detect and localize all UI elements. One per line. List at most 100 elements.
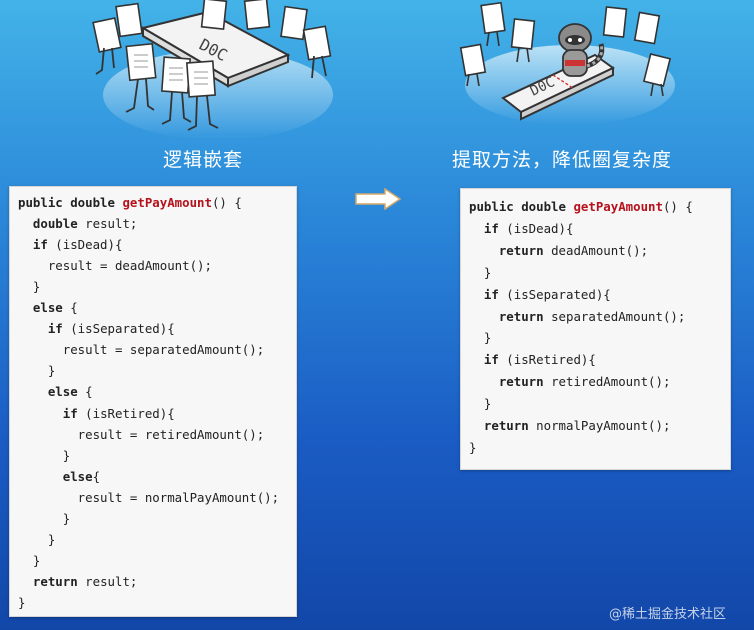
code-text — [469, 374, 499, 389]
code-line: return result; — [18, 574, 137, 589]
code-text: result = deadAmount(); — [18, 258, 212, 274]
code-text — [469, 418, 484, 433]
code-text: result = retiredAmount(); — [18, 426, 265, 442]
code-text — [469, 243, 499, 258]
code-line: return normalPayAmount(); — [469, 418, 671, 433]
code-keyword: if — [62, 405, 78, 421]
code-text — [18, 300, 33, 315]
code-text: } — [18, 510, 71, 526]
code-keyword: public double — [469, 199, 574, 214]
code-text — [469, 221, 484, 236]
code-keyword: return — [498, 242, 544, 258]
code-line: } — [18, 532, 55, 547]
code-text — [18, 469, 63, 484]
code-text: (isDead){ — [498, 220, 574, 236]
code-line: if (isDead){ — [18, 237, 123, 253]
code-text: (isDead){ — [47, 237, 123, 253]
code-line: } — [18, 363, 55, 378]
code-line: } — [18, 595, 25, 610]
code-line: if (isRetired){ — [18, 406, 175, 421]
code-text: } — [18, 531, 56, 547]
code-text — [18, 216, 33, 231]
code-text: (isRetired){ — [498, 352, 596, 368]
code-text: { — [62, 300, 78, 316]
code-text: } — [469, 396, 492, 412]
code-keyword: else — [62, 468, 93, 484]
code-text: } — [18, 363, 56, 379]
code-keyword: if — [483, 286, 499, 302]
code-line: } — [18, 448, 70, 463]
code-keyword: double — [32, 216, 78, 232]
code-text — [18, 237, 33, 252]
code-text: deadAmount(); — [543, 242, 649, 258]
code-function-name: getPayAmount — [122, 195, 212, 210]
code-text: result; — [77, 573, 138, 589]
code-line: } — [469, 440, 476, 455]
code-text — [469, 287, 484, 302]
code-text: result = separatedAmount(); — [18, 342, 265, 358]
code-keyword: else — [32, 300, 63, 316]
code-text: (isRetired){ — [77, 405, 175, 421]
code-line: if (isDead){ — [469, 220, 574, 236]
code-keyword: return — [483, 418, 529, 433]
code-line: public double getPayAmount() { — [469, 199, 693, 214]
left-illustration: D0C — [88, 0, 338, 140]
code-line: else{ — [18, 469, 100, 484]
code-text: separatedAmount(); — [543, 308, 686, 324]
code-text: } — [469, 330, 492, 346]
code-text — [18, 384, 48, 399]
code-text — [18, 574, 33, 589]
code-line: } — [18, 279, 40, 294]
code-text: (isSeparated){ — [498, 286, 611, 302]
code-line: result = deadAmount(); — [18, 258, 212, 273]
code-text: } — [18, 279, 41, 295]
caption-logic-nesting: 逻辑嵌套 — [163, 149, 244, 171]
right-arrow-icon — [355, 188, 401, 210]
code-text: result = normalPayAmount(); — [18, 489, 280, 505]
code-line: } — [469, 396, 491, 411]
code-line: } — [469, 330, 491, 345]
code-text: retiredAmount(); — [543, 374, 671, 390]
code-line: } — [469, 265, 491, 280]
code-line: if (isRetired){ — [469, 352, 596, 367]
code-line: return retiredAmount(); — [469, 374, 671, 390]
code-keyword: else — [47, 384, 78, 400]
pages-carrying-board-icon: D0C — [92, 0, 333, 140]
code-text: () { — [211, 195, 242, 210]
code-text: { — [77, 384, 93, 400]
code-text — [18, 321, 48, 336]
code-text: result; — [77, 216, 138, 232]
code-line: if (isSeparated){ — [469, 287, 611, 302]
code-line: if (isSeparated){ — [18, 321, 175, 336]
code-keyword: if — [32, 237, 48, 253]
code-line: public double getPayAmount() { — [18, 195, 242, 210]
code-text: } — [469, 439, 477, 455]
code-text: } — [18, 447, 71, 463]
code-keyword: public double — [18, 195, 123, 210]
code-function-name: getPayAmount — [573, 199, 663, 214]
caption-extract-method: 提取方法，降低圈复杂度 — [452, 149, 673, 171]
code-text: normalPayAmount(); — [528, 418, 671, 433]
code-keyword: return — [498, 308, 544, 324]
code-keyword: return — [32, 573, 78, 589]
code-keyword: if — [47, 321, 63, 337]
code-line: } — [18, 511, 70, 526]
code-keyword: if — [483, 220, 499, 236]
code-block-nested: public double getPayAmount() { double re… — [9, 186, 297, 617]
code-line: result = retiredAmount(); — [18, 426, 265, 442]
code-text — [469, 309, 499, 324]
code-line: result = normalPayAmount(); — [18, 490, 279, 505]
code-text: } — [18, 552, 41, 568]
code-block-extracted: public double getPayAmount() { if (isDea… — [460, 188, 731, 470]
raccoon-on-board-icon: D0C — [459, 1, 675, 125]
code-text: () { — [662, 199, 693, 214]
code-text: } — [469, 264, 492, 280]
code-text — [18, 406, 63, 421]
code-text — [469, 352, 484, 367]
code-line: result = separatedAmount(); — [18, 342, 264, 357]
code-line: else { — [18, 300, 78, 315]
code-line: double result; — [18, 216, 137, 231]
right-illustration: D0C — [455, 0, 685, 125]
code-text: } — [18, 594, 26, 610]
code-text: (isSeparated){ — [62, 321, 175, 337]
